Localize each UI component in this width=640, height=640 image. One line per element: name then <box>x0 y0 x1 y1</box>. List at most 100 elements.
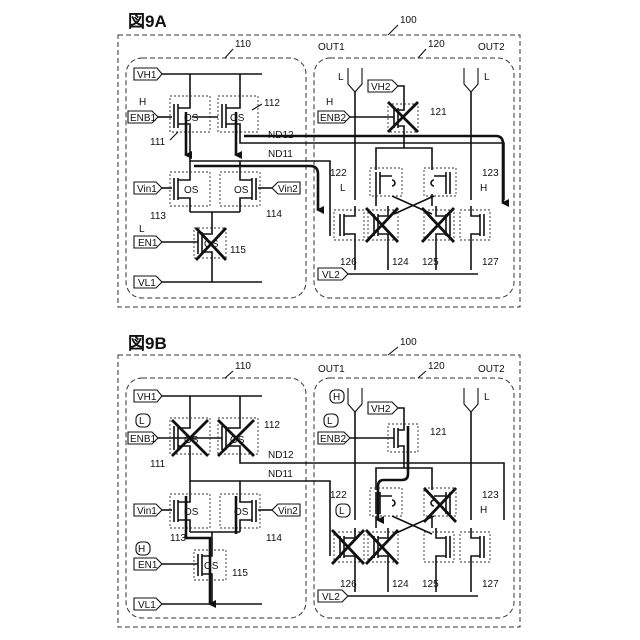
off-cross-icon <box>424 488 456 522</box>
transistor-122 <box>370 488 402 516</box>
vl1-label: VL1 <box>138 600 156 611</box>
terminal-vl1: VL1 <box>134 276 162 289</box>
block-110-boundary <box>126 378 306 618</box>
enb2-label: ENB2 <box>320 434 347 445</box>
svg-text:H: H <box>138 544 145 555</box>
out2-state: L <box>484 392 490 403</box>
transistor-122 <box>370 168 402 196</box>
enb1-label: ENB1 <box>130 113 157 124</box>
ref-126: 126 <box>340 257 357 268</box>
figure-9a: 図9A 100 110 120 VH1 H ENB1 OS <box>118 12 520 307</box>
transistor-112: OS <box>218 96 258 134</box>
ref-112: 112 <box>264 420 280 431</box>
os-label: OS <box>234 185 249 196</box>
enb1-state: H <box>139 97 146 108</box>
ref-123: 123 <box>482 168 499 179</box>
ref-113: 113 <box>150 211 166 222</box>
vl2-label: VL2 <box>322 592 340 603</box>
terminal-vh2: VH2 <box>368 80 398 93</box>
en1-label: EN1 <box>138 238 158 249</box>
terminal-vh2: VH2 <box>368 402 398 415</box>
ref-111: 111 <box>150 459 166 470</box>
en1-state-badge: H <box>136 542 150 555</box>
terminal-en1: EN1 <box>134 558 162 571</box>
transistor-111: OS <box>170 418 210 456</box>
terminal-enb2: ENB2 <box>318 111 350 124</box>
terminal-vl2: VL2 <box>318 268 348 281</box>
off-cross-icon <box>218 420 254 456</box>
svg-text:L: L <box>339 506 345 517</box>
ref-label-110: 110 <box>235 39 251 50</box>
ref-127: 127 <box>482 579 499 590</box>
ref-label-120: 120 <box>428 361 445 372</box>
terminal-en1: EN1 <box>134 236 162 249</box>
vl2-label: VL2 <box>322 270 340 281</box>
ref-125: 125 <box>422 257 439 268</box>
terminal-vh1: VH1 <box>134 68 162 81</box>
ref-112: 112 <box>264 98 280 109</box>
ref-label-100: 100 <box>400 337 417 348</box>
vh2-label: VH2 <box>371 82 391 93</box>
ref-114: 114 <box>266 209 282 220</box>
transistor-114: OS <box>220 494 260 532</box>
svg-text:L: L <box>139 416 145 427</box>
out1-label: OUT1 <box>318 42 345 53</box>
vin1-label: Vin1 <box>137 506 157 517</box>
out1-state: L <box>338 72 344 83</box>
enb2-state: H <box>326 97 333 108</box>
side-123-state: H <box>480 505 487 516</box>
enb2-state-badge: L <box>324 414 338 427</box>
transistor-121 <box>388 102 418 148</box>
side-122-state-badge: L <box>336 504 350 517</box>
ref-126: 126 <box>340 579 357 590</box>
terminal-enb1: ENB1 <box>128 432 158 445</box>
vh2-label: VH2 <box>371 404 391 415</box>
output-out2: L <box>464 68 490 92</box>
enb1-state-badge: L <box>136 414 150 427</box>
ref-115: 115 <box>232 568 248 579</box>
transistor-123 <box>424 168 456 196</box>
terminal-vin1: Vin1 <box>134 504 162 517</box>
output-out2: L <box>464 388 490 412</box>
nd11-label: ND11 <box>268 469 293 480</box>
out1-label: OUT1 <box>318 364 345 375</box>
en1-label: EN1 <box>138 560 158 571</box>
terminal-vin2: Vin2 <box>272 504 300 517</box>
terminal-vl2: VL2 <box>318 590 348 603</box>
ref-121: 121 <box>430 427 447 438</box>
ref-121: 121 <box>430 107 447 118</box>
ref-label-100: 100 <box>400 15 417 26</box>
ref-125: 125 <box>422 579 439 590</box>
transistor-113: OS <box>170 494 210 532</box>
out2-label: OUT2 <box>478 364 505 375</box>
output-out1: L <box>338 68 362 92</box>
transistor-121 <box>388 424 418 468</box>
ref-123: 123 <box>482 490 499 501</box>
vl1-label: VL1 <box>138 278 156 289</box>
ref-122: 122 <box>330 168 347 179</box>
out2-state: L <box>484 72 490 83</box>
out1-state: H <box>333 392 340 403</box>
out2-label: OUT2 <box>478 42 505 53</box>
vin2-label: Vin2 <box>278 506 298 517</box>
vh1-label: VH1 <box>137 70 157 81</box>
os-label: OS <box>204 561 219 572</box>
off-cross-icon <box>366 530 398 564</box>
vin1-label: Vin1 <box>137 184 157 195</box>
ref-label-120: 120 <box>428 39 445 50</box>
terminal-vh1: VH1 <box>134 390 162 403</box>
side-122-state: L <box>340 183 346 194</box>
terminal-vin1: Vin1 <box>134 182 162 195</box>
terminal-vl1: VL1 <box>134 598 162 611</box>
ref-115: 115 <box>230 245 246 256</box>
ref-113: 113 <box>170 533 186 544</box>
transistor-111: OS <box>170 96 210 134</box>
nd12-label: ND12 <box>268 450 294 461</box>
off-cross-icon <box>332 530 364 564</box>
transistor-123 <box>424 488 456 522</box>
ref-124: 124 <box>392 579 409 590</box>
nd11-label: ND11 <box>268 149 293 160</box>
os-label: OS <box>230 113 245 124</box>
ref-111: 111 <box>150 137 166 148</box>
terminal-vin2: Vin2 <box>272 182 300 195</box>
